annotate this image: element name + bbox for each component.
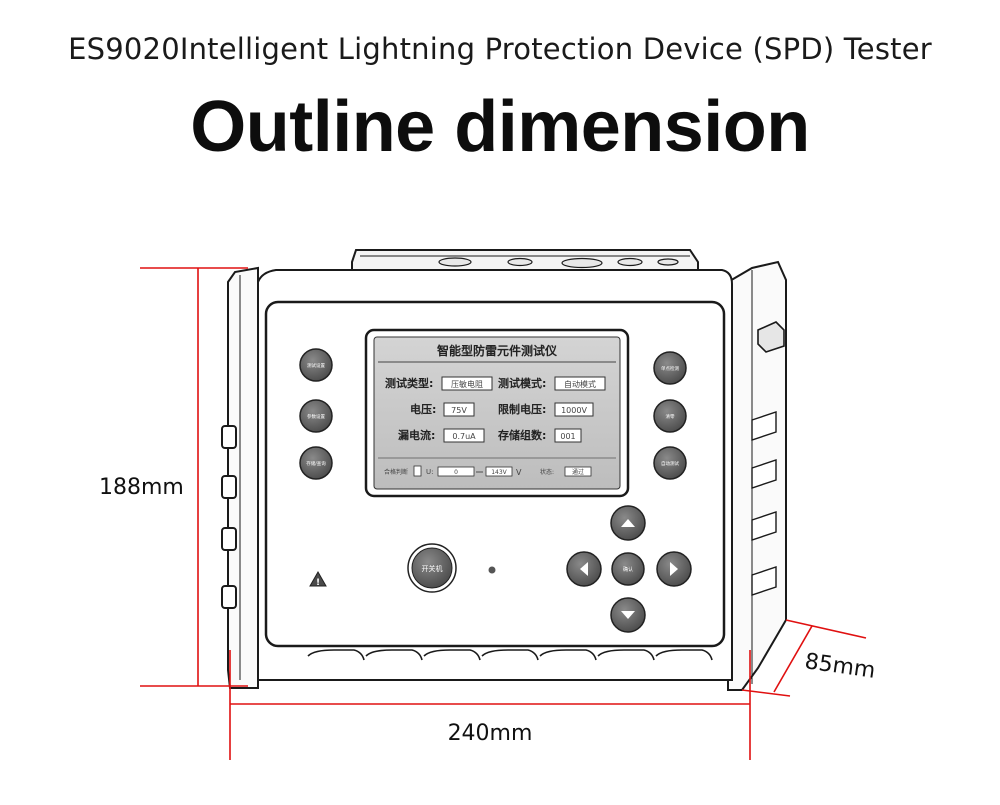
bottom-ridges bbox=[307, 649, 713, 661]
direction-pad: 确认 bbox=[566, 505, 692, 633]
right-latch bbox=[757, 321, 785, 353]
down-arrow-button[interactable] bbox=[610, 597, 646, 633]
right-function-buttons: 单点检测 清零 自动测试 bbox=[653, 351, 687, 480]
lcd-display: 智能型防雷元件测试仪 测试类型: 压敏电阻 测试模式: 自动模式 电压: 75V… bbox=[364, 328, 630, 498]
lcd-voltage-value: 75V bbox=[451, 406, 467, 415]
lcd-status-left: 合格判断 bbox=[384, 468, 408, 476]
storage-query-button[interactable]: 存储/查询 bbox=[299, 446, 333, 480]
chevron-down-icon bbox=[621, 611, 635, 619]
left-function-buttons: 测试设置 参数设置 存储/查询 bbox=[299, 348, 333, 480]
depth-extension-bottom bbox=[741, 689, 791, 697]
lcd-leakage-value: 0.7uA bbox=[452, 432, 476, 441]
storage-query-label: 存储/查询 bbox=[306, 460, 326, 467]
power-button[interactable]: 开关机 bbox=[407, 543, 457, 593]
left-side-bracket bbox=[227, 266, 259, 689]
clear-button[interactable]: 清零 bbox=[653, 399, 687, 433]
single-test-button[interactable]: 单点检测 bbox=[653, 351, 687, 385]
lcd-storage-label: 存储组数: bbox=[498, 428, 546, 442]
indicator-led bbox=[488, 566, 496, 574]
lcd-test-mode-label: 测试模式: bbox=[498, 376, 546, 390]
parameter-settings-button[interactable]: 参数设置 bbox=[299, 399, 333, 433]
chevron-up-icon bbox=[621, 519, 635, 527]
lcd-limit-voltage-value: 1000V bbox=[561, 406, 587, 415]
test-settings-label: 测试设置 bbox=[307, 362, 325, 369]
test-settings-button[interactable]: 测试设置 bbox=[299, 348, 333, 382]
lcd-status-max: 143V bbox=[491, 469, 507, 476]
lcd-title: 智能型防雷元件测试仪 bbox=[436, 343, 558, 358]
clear-label: 清零 bbox=[666, 413, 675, 420]
single-test-label: 单点检测 bbox=[661, 365, 679, 372]
lcd-leakage-label: 漏电流: bbox=[398, 428, 435, 442]
height-label: 188mm bbox=[99, 475, 184, 500]
width-label: 240mm bbox=[448, 721, 533, 746]
lcd-test-type-label: 测试类型: bbox=[385, 376, 433, 390]
lcd-status-label: 状态: bbox=[540, 468, 554, 476]
dimension-lines bbox=[140, 267, 867, 760]
parameter-settings-label: 参数设置 bbox=[307, 413, 325, 420]
left-arrow-button[interactable] bbox=[566, 551, 602, 587]
lcd-test-mode-value: 自动模式 bbox=[564, 379, 596, 389]
depth-dimension-line bbox=[773, 625, 813, 693]
chevron-right-icon bbox=[670, 562, 678, 576]
lcd-status-unit: V bbox=[516, 468, 522, 477]
up-arrow-button[interactable] bbox=[610, 505, 646, 541]
auto-test-label: 自动测试 bbox=[661, 460, 679, 467]
confirm-label: 确认 bbox=[623, 566, 633, 573]
lcd-status-u: U: bbox=[426, 468, 433, 476]
chevron-left-icon bbox=[580, 562, 588, 576]
right-arrow-button[interactable] bbox=[656, 551, 692, 587]
svg-text:!: ! bbox=[316, 578, 320, 588]
lcd-status-value: 通过 bbox=[572, 468, 584, 476]
depth-extension-top bbox=[785, 619, 867, 639]
auto-test-button[interactable]: 自动测试 bbox=[653, 446, 687, 480]
lcd-voltage-label: 电压: bbox=[410, 402, 436, 416]
lcd-limit-voltage-label: 限制电压: bbox=[498, 402, 546, 416]
lcd-storage-value: 001 bbox=[560, 432, 575, 441]
lcd-status-min: 0 bbox=[454, 469, 458, 476]
lcd-test-type-value: 压敏电阻 bbox=[451, 379, 483, 389]
confirm-button[interactable]: 确认 bbox=[611, 552, 645, 586]
warning-icon: ! bbox=[309, 570, 327, 588]
page-title: Outline dimension bbox=[190, 87, 810, 167]
subtitle: ES9020Intelligent Lightning Protection D… bbox=[68, 32, 932, 66]
power-label: 开关机 bbox=[422, 564, 443, 573]
depth-label: 85mm bbox=[803, 649, 877, 684]
